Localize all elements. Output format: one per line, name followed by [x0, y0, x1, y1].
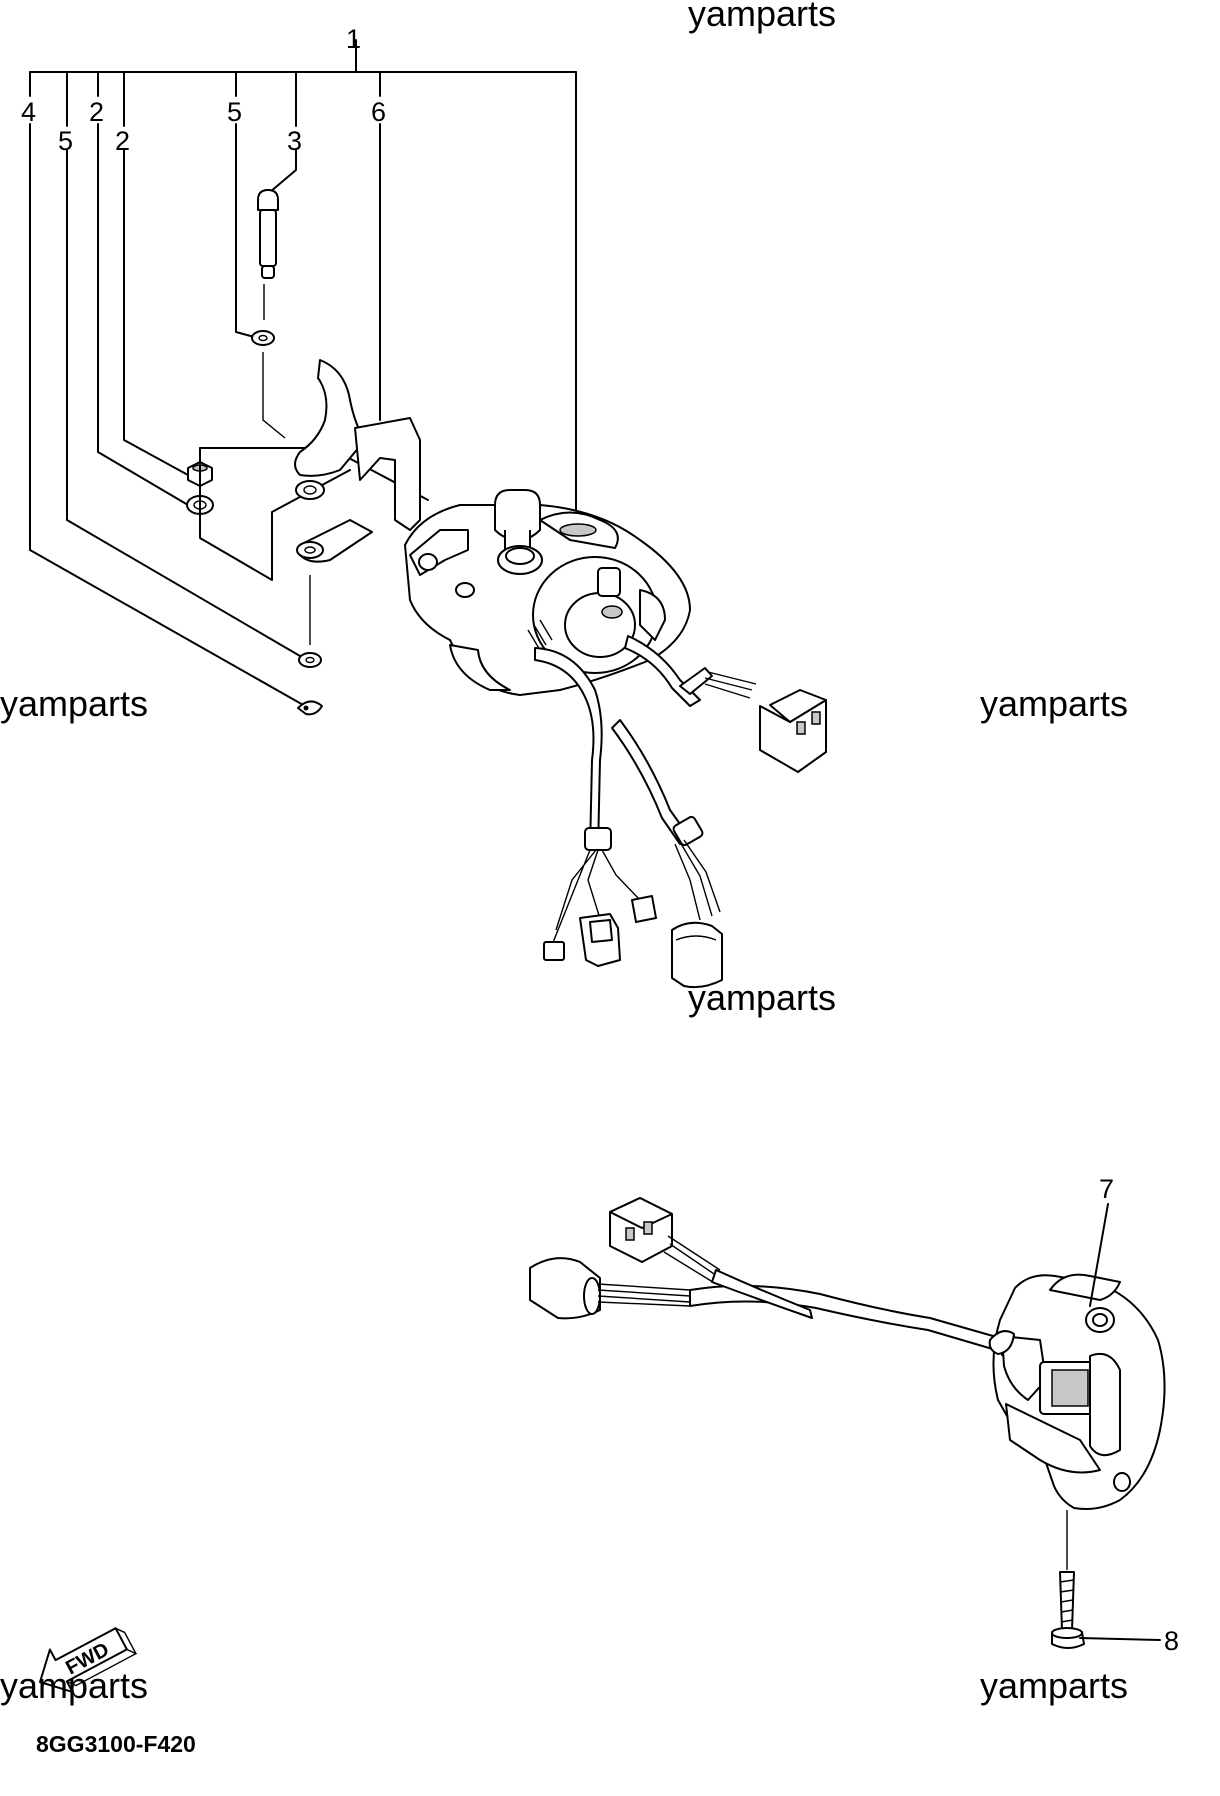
watermark-left-bottom: yamparts: [0, 1665, 148, 1706]
watermark-left-mid: yamparts: [0, 683, 148, 724]
callout-leader-lines-lower: [1079, 1203, 1161, 1641]
screw-part: [1051, 1510, 1085, 1649]
handlebar-switch-housing: [404, 489, 691, 696]
pin-part: [257, 189, 279, 320]
connector-4pin-lower: [529, 1257, 691, 1320]
callout-5-right: 5: [227, 97, 242, 127]
washer-lower: [298, 575, 322, 668]
connector-3pin-lower: [609, 1197, 721, 1285]
callout-3: 3: [287, 126, 302, 156]
callout-8: 8: [1164, 1626, 1179, 1656]
switch-cables-upper: [534, 635, 713, 851]
watermark-right-bottom: yamparts: [980, 1665, 1128, 1706]
callout-7: 7: [1099, 1174, 1114, 1204]
callout-2-left: 2: [89, 97, 104, 127]
callout-1: 1: [346, 24, 361, 54]
watermark-top: yamparts: [688, 0, 836, 34]
callout-numbers: 1 4 5 2 2 5 3 6 7 8: [21, 24, 1179, 1656]
switch-cable-lower: [689, 1269, 1001, 1351]
washer-upper: [251, 330, 286, 439]
watermark-right-mid: yamparts: [980, 683, 1128, 724]
callout-4: 4: [21, 97, 36, 127]
callout-6: 6: [371, 97, 386, 127]
watermarks: yamparts yamparts yamparts yamparts yamp…: [0, 0, 1128, 1706]
throttle-lever: [294, 359, 366, 500]
lever-bracket: [296, 417, 421, 563]
clip-part: [297, 700, 323, 716]
callout-2-right: 2: [115, 126, 130, 156]
callout-leader-lines: [29, 39, 577, 707]
connector-group-bottom: [543, 839, 723, 989]
diagram-code: 8GG3100-F420: [36, 1731, 196, 1757]
watermark-center: yamparts: [688, 977, 836, 1018]
handlebar-switch-right: [988, 1273, 1166, 1510]
connector-3pin-right: [704, 671, 827, 773]
callout-5-left: 5: [58, 126, 73, 156]
